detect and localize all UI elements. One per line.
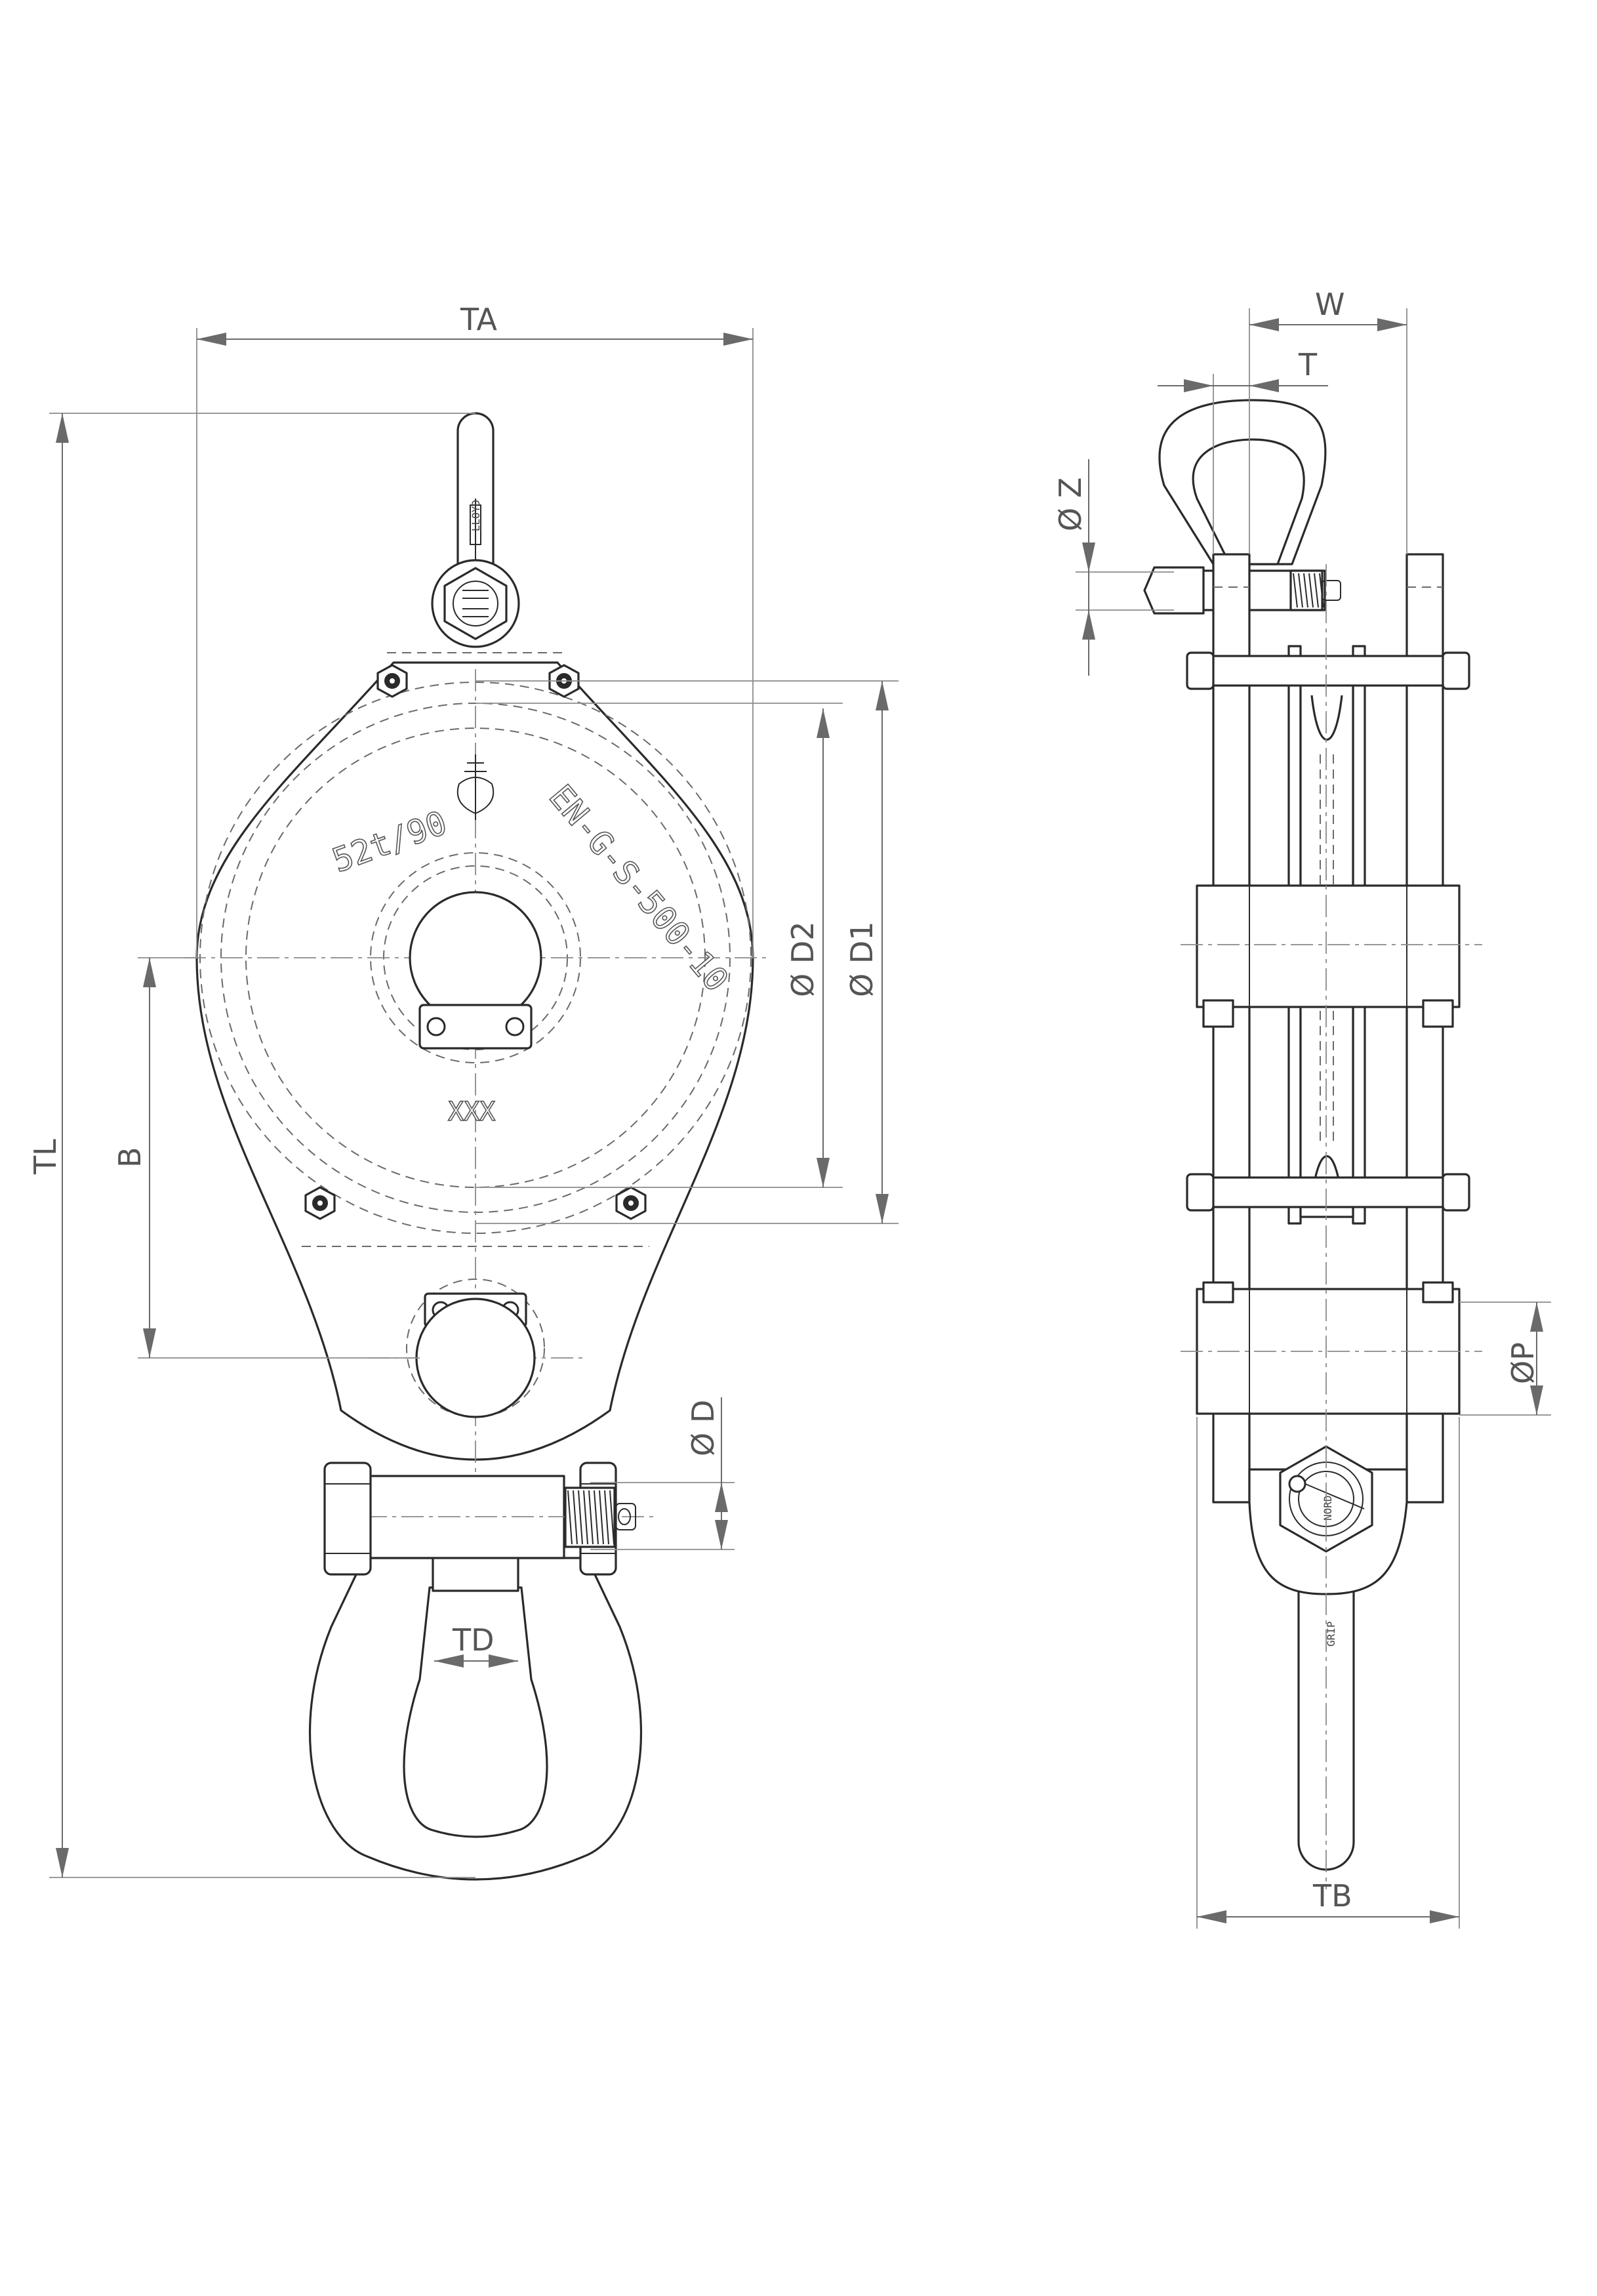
side-view: NORD GRIP bbox=[1143, 399, 1482, 1889]
svg-text:GRIP: GRIP bbox=[1325, 1621, 1337, 1647]
dim-tl: TL bbox=[28, 413, 475, 1878]
dimensions: TA TL B Ø D2 bbox=[28, 287, 1551, 1929]
dim-t: T bbox=[1158, 347, 1328, 554]
thread-line bbox=[1319, 573, 1324, 608]
hex-bolts bbox=[304, 664, 647, 1220]
thread-line bbox=[594, 1490, 599, 1545]
thread-line bbox=[599, 1490, 604, 1545]
svg-text:NORD: NORD bbox=[1322, 1495, 1334, 1521]
dim-label-d: Ø D bbox=[685, 1400, 721, 1456]
side-swivel: NORD GRIP bbox=[1248, 1445, 1408, 1871]
thread-line bbox=[1298, 573, 1303, 608]
dim-label-w: W bbox=[1315, 287, 1344, 322]
thread-line bbox=[573, 1490, 578, 1545]
anchor-logo-icon bbox=[456, 754, 495, 820]
lower-pin-bore bbox=[415, 1298, 536, 1418]
thread-line bbox=[609, 1490, 615, 1545]
dim-ta: TA bbox=[196, 302, 754, 958]
thread-line bbox=[583, 1490, 588, 1545]
side-tie-bolts bbox=[1186, 651, 1470, 1212]
thread-line bbox=[1303, 573, 1308, 608]
dim-label-tl: TL bbox=[28, 1139, 63, 1175]
shackle-nut-left bbox=[323, 1462, 372, 1576]
thread-line bbox=[1293, 573, 1298, 608]
front-view: LLOYD bbox=[184, 412, 767, 1881]
thread-line bbox=[604, 1490, 609, 1545]
thread-line bbox=[1314, 573, 1319, 608]
thread-line bbox=[567, 1490, 573, 1545]
dim-td: TD bbox=[434, 1622, 518, 1668]
dim-z: Ø Z bbox=[1053, 459, 1174, 676]
dim-label-d1: Ø D1 bbox=[844, 921, 879, 997]
dim-p: ØP bbox=[1459, 1302, 1551, 1416]
thread-line bbox=[578, 1490, 583, 1545]
dim-label-tb: TB bbox=[1312, 1878, 1352, 1914]
axle-lock-plate bbox=[418, 1004, 533, 1050]
dim-label-z: Ø Z bbox=[1053, 478, 1088, 531]
dim-b: B bbox=[112, 957, 420, 1359]
side-axle-boss bbox=[1196, 884, 1461, 1008]
dim-d: Ø D bbox=[590, 1397, 735, 1550]
dim-w: W bbox=[1249, 287, 1407, 554]
svg-text:LLOYD: LLOYD bbox=[470, 500, 482, 531]
top-eye: LLOYD bbox=[456, 412, 495, 605]
dim-label-t: T bbox=[1298, 347, 1318, 382]
axle-bore bbox=[409, 891, 542, 1025]
dim-label-td: TD bbox=[452, 1622, 495, 1658]
bottom-shackle bbox=[308, 1462, 656, 1881]
dim-label-d2: Ø D2 bbox=[785, 921, 820, 997]
dim-d1: Ø D1 bbox=[475, 680, 899, 1224]
front-thread-lines bbox=[567, 1490, 615, 1545]
dim-tb: TB bbox=[1196, 1417, 1460, 1929]
dim-d2: Ø D2 bbox=[475, 703, 843, 1188]
side-top-shackle-nut bbox=[1143, 566, 1205, 615]
dim-label-b: B bbox=[112, 1147, 148, 1168]
thread-line bbox=[588, 1490, 594, 1545]
dim-label-p: ØP bbox=[1505, 1342, 1541, 1384]
side-thread-lines bbox=[1293, 573, 1324, 608]
thread-line bbox=[1308, 573, 1314, 608]
engraving-batch: XXX bbox=[448, 1097, 495, 1127]
top-eye-nut bbox=[431, 559, 520, 648]
dim-label-ta: TA bbox=[460, 302, 498, 337]
